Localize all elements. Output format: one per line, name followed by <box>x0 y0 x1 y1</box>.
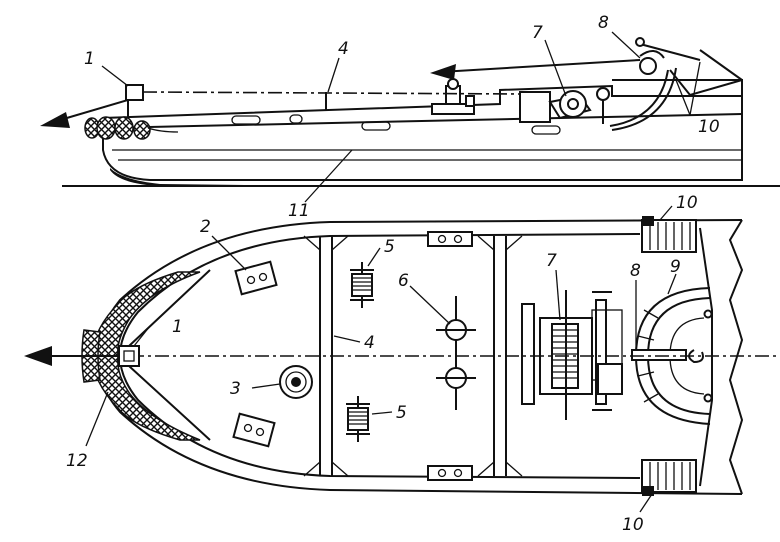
side-tow-line <box>142 91 521 95</box>
label-plan-3: 3 <box>230 379 241 399</box>
leader-line <box>304 149 353 203</box>
leader-line <box>333 335 361 343</box>
label-plan-12: 12 <box>66 451 88 471</box>
deck-block-small <box>465 95 475 107</box>
leader-line <box>211 235 247 271</box>
roller-inner <box>123 350 135 362</box>
porthole <box>231 115 261 125</box>
side-bow-net <box>84 116 179 140</box>
leader-line <box>667 273 677 295</box>
leader-line <box>251 383 281 389</box>
side-hull-outline <box>102 84 743 181</box>
label-plan-6: 6 <box>398 271 409 291</box>
plan-bow-arrowhead <box>24 346 52 366</box>
plan-gallows-upper <box>641 216 697 253</box>
keel-shadow <box>110 168 330 186</box>
leader-line <box>409 285 451 325</box>
label-side-8: 8 <box>598 13 609 33</box>
label-plan-10a: 10 <box>676 193 698 213</box>
label-side-1: 1 <box>84 49 95 69</box>
label-side-11: 11 <box>288 201 310 221</box>
side-trawl-arch <box>609 69 669 127</box>
side-elevation-view: 1 4 7 8 10 11 <box>40 13 780 221</box>
label-plan-5a: 5 <box>384 237 395 257</box>
leader-line <box>675 79 691 116</box>
side-bow-roller <box>125 84 144 101</box>
plan-gallows-lower <box>641 459 697 496</box>
leader-line <box>689 61 701 116</box>
leader-line <box>659 205 673 221</box>
plan-reel-lower <box>346 396 370 442</box>
side-warp-line <box>439 59 641 73</box>
label-plan-9: 9 <box>670 257 681 277</box>
leader-line <box>544 39 567 97</box>
capstan-center <box>291 377 301 387</box>
leader-line <box>639 493 653 513</box>
label-side-10: 10 <box>698 117 720 137</box>
label-plan-10b: 10 <box>622 515 644 535</box>
leader-line <box>611 31 641 59</box>
bow-stays <box>128 269 211 441</box>
leader-line <box>555 269 561 321</box>
plan-blocks <box>436 296 476 410</box>
leader-line <box>371 411 393 415</box>
label-plan-4: 4 <box>364 333 375 353</box>
gallows-brace <box>669 69 743 97</box>
label-plan-5b: 5 <box>396 403 407 423</box>
plan-bow-net <box>89 271 201 441</box>
side-warp-arrowhead <box>430 64 456 80</box>
plan-hatches <box>232 231 473 481</box>
side-bow-arrow-shaft <box>59 99 129 121</box>
plan-view: 2 5 6 4 1 3 5 7 8 9 10 10 12 <box>24 193 780 535</box>
hook-bar <box>631 349 687 361</box>
porthole <box>531 125 561 135</box>
hook-top <box>639 50 665 59</box>
plan-stern-break <box>728 219 744 495</box>
plan-bow-roller <box>118 345 140 367</box>
capstan-ring <box>285 371 307 393</box>
bollard-top <box>447 78 459 90</box>
stern-strut <box>699 49 743 81</box>
porthole <box>289 114 303 124</box>
plan-winch <box>521 290 623 420</box>
porthole <box>361 121 391 131</box>
leader-line <box>85 391 109 447</box>
plan-reel-upper <box>350 262 374 308</box>
side-gallows <box>639 43 701 61</box>
gunwale-line <box>102 113 743 129</box>
label-plan-2: 2 <box>200 217 211 237</box>
side-towing-hook <box>639 57 657 75</box>
leader-line <box>327 57 340 93</box>
side-bow-arrowhead <box>40 112 70 128</box>
label-plan-7: 7 <box>546 251 557 271</box>
label-plan-1: 1 <box>172 317 183 337</box>
label-plan-8: 8 <box>630 261 641 281</box>
plan-towing-hook <box>688 349 704 364</box>
leader-line <box>367 247 381 267</box>
arch-inner <box>611 67 677 131</box>
leader-line <box>101 65 129 87</box>
label-side-7: 7 <box>532 23 543 43</box>
side-winch-housing <box>519 91 551 123</box>
winch-hub <box>567 98 579 110</box>
leader-line <box>133 325 151 347</box>
winch-pulley <box>596 87 610 101</box>
label-side-4: 4 <box>338 39 349 59</box>
plan-stern-frame <box>699 227 713 487</box>
gallows-pin <box>635 37 645 47</box>
